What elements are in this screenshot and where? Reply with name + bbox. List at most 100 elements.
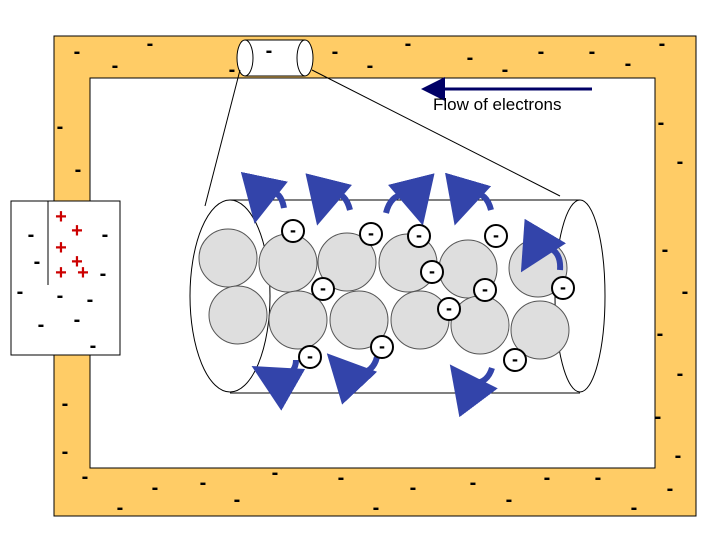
atom [198,228,258,288]
free-electron [437,297,461,321]
electron-sign: - [589,41,596,63]
free-electron [311,277,335,301]
electron-sign: - [332,41,339,63]
electron-sign: - [544,467,551,489]
electron-sign: - [662,239,669,261]
curved-arrow-icon [240,171,288,224]
electron-sign: - [147,33,154,55]
curved-arrow-icon [520,218,566,273]
electron-sign: - [416,225,422,245]
electron-sign: - [62,393,69,415]
positive-sign: + [77,262,89,284]
electron-sign: - [229,59,236,81]
positive-sign: + [71,220,83,242]
free-electron [281,219,305,243]
wire-segment [236,39,314,77]
atom [268,290,328,350]
electron-sign: - [234,489,241,511]
electron-sign: - [667,478,674,500]
zoom-line-right [311,69,561,197]
flow-caption: Flow of electrons [433,95,562,114]
positive-sign: + [55,237,67,259]
electron-sign: - [482,279,488,299]
positive-sign: + [55,262,67,284]
electron-sign: - [682,281,689,303]
electron-sign: - [38,314,45,336]
electron-sign: - [87,289,94,311]
electron-sign: - [657,323,664,345]
electron-sign: - [373,497,380,519]
electron-sign: - [57,285,64,307]
electron-paths [240,171,566,418]
atom [208,285,268,345]
electron-sign: - [62,441,69,463]
electron-sign: - [677,363,684,385]
electron-sign: - [368,223,374,243]
electron-sign: - [307,346,313,366]
electron-sign: - [74,309,81,331]
electron-sign: - [467,47,474,69]
electron-sign: - [675,445,682,467]
electron-sign: - [117,497,124,519]
electron-sign: - [112,55,119,77]
curved-arrow-icon [251,359,306,411]
electron-sign: - [266,40,273,62]
positive-sign: + [71,251,83,273]
free-electron [551,276,575,300]
atom [390,290,450,350]
electron-sign: - [446,298,452,318]
electron-sign: - [677,151,684,173]
curved-arrow-icon [305,173,353,226]
curved-arrow-icon [383,173,435,226]
electron-sign: - [100,263,107,285]
free-electron [484,224,508,248]
electron-sign: - [512,349,518,369]
electron-sign: - [17,281,24,303]
free-electron [420,260,444,284]
electron-sign: - [595,467,602,489]
electron-sign: - [367,55,374,77]
electron-sign: - [538,41,545,63]
electron-sign: - [90,335,97,357]
electron-sign: - [379,336,385,356]
electron-sign: - [320,278,326,298]
free-electron [359,222,383,246]
curved-arrow-icon [449,364,498,418]
electron-sign: - [272,462,279,484]
curved-arrow-icon [326,353,380,405]
electron-sign: - [28,224,35,246]
electron-sign: - [560,277,566,297]
electron-sign: - [338,467,345,489]
atom [510,300,570,360]
electron-sign: - [506,489,513,511]
electron-sign: - [200,472,207,494]
electron-sign: - [75,159,82,181]
electron-sign: - [410,477,417,499]
atom [317,232,377,292]
zoom-line-left [204,69,241,207]
electron-sign: - [82,466,89,488]
electron-sign: - [429,261,435,281]
atom [258,233,318,293]
electron-sign: - [74,41,81,63]
electron-sign: - [152,477,159,499]
charges: ----------------------------------------… [17,33,689,519]
electron-sign: - [659,33,666,55]
free-electron [503,348,527,372]
electron-sign: - [631,497,638,519]
electron-sign: - [658,112,665,134]
free-electron [370,335,394,359]
electron-sign: - [493,225,499,245]
free-electrons: ------------ [281,219,575,372]
electron-sign: - [625,53,632,75]
electron-sign: - [34,251,41,273]
electron-sign: - [102,224,109,246]
electron-sign: - [405,33,412,55]
electron-sign: - [290,220,296,240]
free-electron [407,224,431,248]
battery [10,200,121,356]
electron-sign: - [57,116,64,138]
free-electron [298,345,322,369]
electron-sign: - [470,472,477,494]
